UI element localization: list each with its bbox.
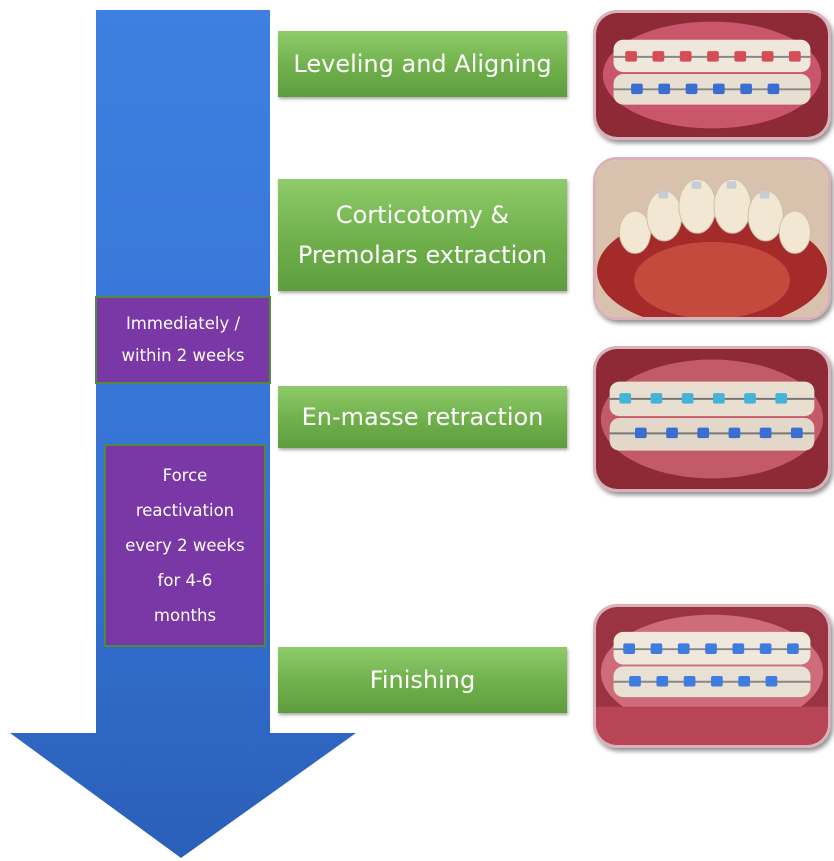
step-leveling-aligning: Leveling and Aligning: [278, 31, 567, 97]
step-label-line: Corticotomy &: [336, 195, 509, 235]
step-label-line: Leveling and Aligning: [293, 44, 551, 84]
step-label-line: Premolars extraction: [298, 235, 547, 275]
leveling-aligning-photo: [593, 10, 831, 140]
corticotomy-photo: [593, 157, 831, 320]
en-masse-retraction-photo: [593, 346, 831, 492]
note-line: reactivation: [136, 493, 234, 528]
note-line: Force: [163, 458, 208, 493]
note-line: months: [154, 598, 216, 633]
finishing-photo: [593, 604, 831, 748]
note-line: Immediately /: [126, 308, 240, 340]
step-corticotomy-extraction: Corticotomy & Premolars extraction: [278, 179, 567, 291]
note-line: every 2 weeks: [125, 528, 245, 563]
step-finishing: Finishing: [278, 647, 567, 713]
note-line: within 2 weeks: [122, 340, 245, 372]
step-label-line: En-masse retraction: [302, 397, 544, 437]
step-label-line: Finishing: [370, 660, 475, 700]
timing-note-immediately: Immediately / within 2 weeks: [95, 296, 271, 384]
note-line: for 4-6: [158, 563, 213, 598]
timing-note-force-reactivation: Force reactivation every 2 weeks for 4-6…: [104, 444, 266, 647]
step-en-masse-retraction: En-masse retraction: [278, 386, 567, 448]
